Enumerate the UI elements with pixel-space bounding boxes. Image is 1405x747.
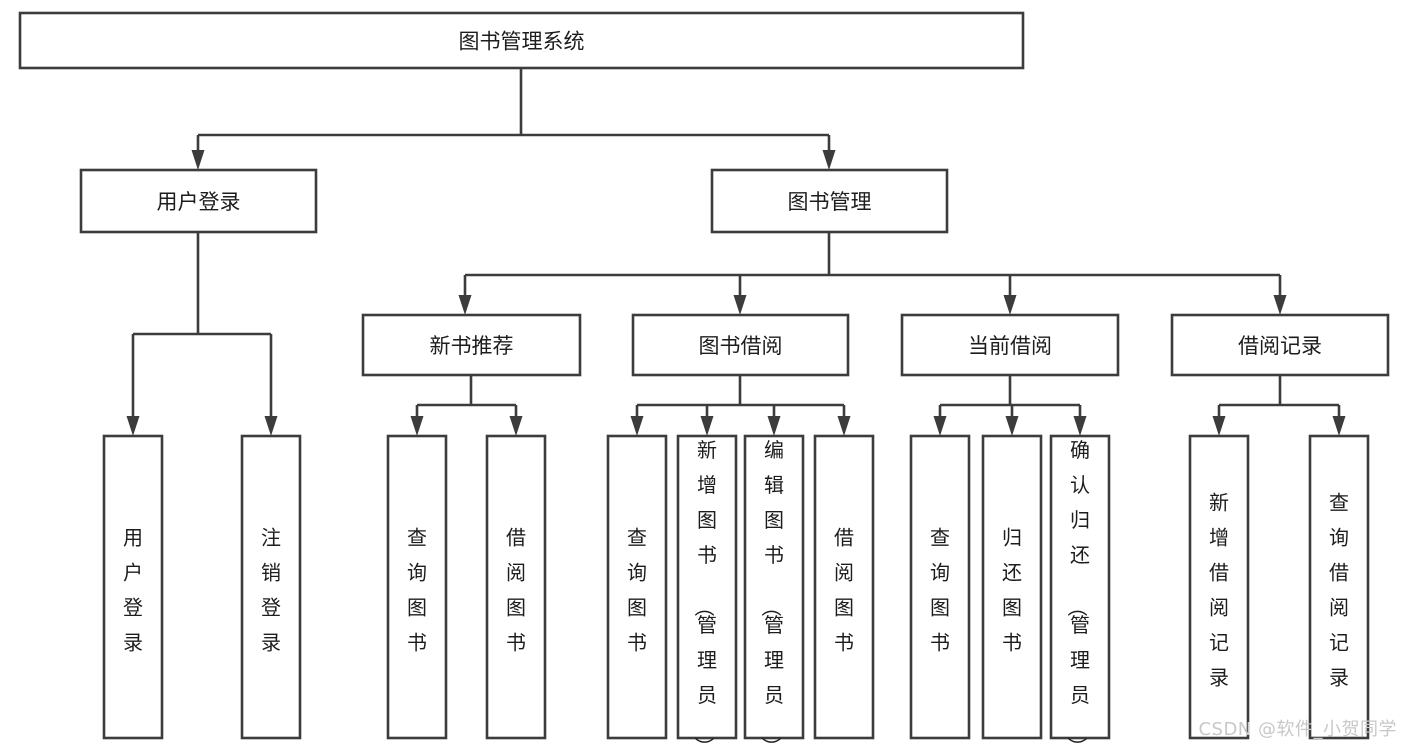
node-level3-3[interactable]: 借阅记录 (1170, 313, 1390, 377)
node-box[interactable] (900, 313, 1120, 377)
node-leaf-10[interactable]: 确认归还（管理员） (1049, 434, 1111, 747)
arrow-head-icon (1212, 416, 1226, 436)
node-label: 注销登录 (261, 525, 281, 654)
arrow-head-icon (767, 416, 781, 436)
node-label: 归还图书 (1002, 525, 1022, 654)
node-level3-0[interactable]: 新书推荐 (361, 313, 582, 377)
node-box[interactable] (1188, 434, 1250, 740)
node-level3-1[interactable]: 图书借阅 (631, 313, 850, 377)
node-leaf-8[interactable]: 查询图书 (909, 434, 971, 740)
arrow-head-icon (1273, 295, 1287, 315)
arrow-head-icon (1332, 416, 1346, 436)
node-label: 编辑图书（管理员） (759, 438, 784, 747)
node-label: 查询图书 (627, 525, 647, 654)
connector-group (1217, 375, 1341, 416)
connectors-layer (126, 68, 1346, 436)
node-leaf-5[interactable]: 新增图书（管理员） (676, 434, 738, 747)
arrow-head-icon (1073, 416, 1087, 436)
node-label: 确认归还（管理员） (1065, 438, 1090, 747)
node-box[interactable] (102, 434, 164, 740)
node-box[interactable] (1049, 434, 1111, 740)
node-leaf-1[interactable]: 注销登录 (240, 434, 302, 740)
node-label: 用户登录 (123, 525, 143, 654)
node-leaf-4[interactable]: 查询图书 (606, 434, 668, 740)
arrow-head-icon (1005, 416, 1019, 436)
arrow-head-icon (933, 416, 947, 436)
arrow-head-icon (191, 150, 205, 170)
node-level2-1[interactable]: 图书管理 (710, 168, 949, 234)
node-box[interactable] (361, 313, 582, 377)
node-leaf-9[interactable]: 归还图书 (981, 434, 1043, 740)
arrow-head-icon (837, 416, 851, 436)
node-box[interactable] (1170, 313, 1390, 377)
node-box[interactable] (240, 434, 302, 740)
connector-group (131, 232, 273, 416)
node-label: 新增图书（管理员） (692, 438, 717, 747)
node-box[interactable] (485, 434, 547, 740)
node-box[interactable] (79, 168, 318, 234)
arrow-head-icon (410, 416, 424, 436)
node-box[interactable] (631, 313, 850, 377)
node-box[interactable] (676, 434, 738, 740)
node-label: 借阅图书 (834, 525, 854, 654)
csdn-watermark: CSDN @软件_小贺同学 (1198, 719, 1397, 740)
node-label: 图书管理 (788, 190, 872, 214)
node-box[interactable] (813, 434, 875, 740)
node-leaf-3[interactable]: 借阅图书 (485, 434, 547, 740)
node-label: 查询图书 (407, 525, 427, 654)
node-root-system[interactable]: 图书管理系统 (18, 11, 1025, 70)
nodes-layer: 图书管理系统用户登录图书管理新书推荐图书借阅当前借阅借阅记录用户登录注销登录查询… (18, 11, 1390, 747)
node-label: 图书管理系统 (459, 30, 585, 54)
node-box[interactable] (386, 434, 448, 740)
node-label: 查询借阅记录 (1329, 490, 1349, 689)
node-box[interactable] (710, 168, 949, 234)
arrow-head-icon (509, 416, 523, 436)
connector-group (938, 375, 1082, 416)
node-label: 借阅记录 (1238, 334, 1322, 358)
arrow-head-icon (458, 295, 472, 315)
connector-group (463, 232, 1282, 295)
node-leaf-2[interactable]: 查询图书 (386, 434, 448, 740)
arrow-head-icon (822, 150, 836, 170)
node-label: 借阅图书 (506, 525, 526, 654)
connector-group (196, 68, 831, 150)
node-box[interactable] (981, 434, 1043, 740)
connector-group (635, 375, 846, 416)
node-leaf-6[interactable]: 编辑图书（管理员） (743, 434, 805, 747)
node-label: 图书借阅 (699, 334, 783, 358)
arrow-head-icon (1003, 295, 1017, 315)
node-leaf-12[interactable]: 查询借阅记录 (1308, 434, 1370, 740)
arrow-head-icon (700, 416, 714, 436)
arrow-head-icon (264, 416, 278, 436)
node-level3-2[interactable]: 当前借阅 (900, 313, 1120, 377)
node-box[interactable] (18, 11, 1025, 70)
node-box[interactable] (743, 434, 805, 740)
node-label: 当前借阅 (968, 334, 1052, 358)
node-level2-0[interactable]: 用户登录 (79, 168, 318, 234)
node-box[interactable] (909, 434, 971, 740)
arrow-head-icon (630, 416, 644, 436)
node-leaf-11[interactable]: 新增借阅记录 (1188, 434, 1250, 740)
node-label: 新书推荐 (430, 334, 514, 358)
arrow-head-icon (733, 295, 747, 315)
node-label: 查询图书 (930, 525, 950, 654)
node-label: 新增借阅记录 (1209, 490, 1229, 689)
arrow-head-icon (126, 416, 140, 436)
connector-group (415, 375, 518, 416)
node-box[interactable] (1308, 434, 1370, 740)
node-leaf-7[interactable]: 借阅图书 (813, 434, 875, 740)
node-leaf-0[interactable]: 用户登录 (102, 434, 164, 740)
node-box[interactable] (606, 434, 668, 740)
node-label: 用户登录 (157, 190, 241, 214)
